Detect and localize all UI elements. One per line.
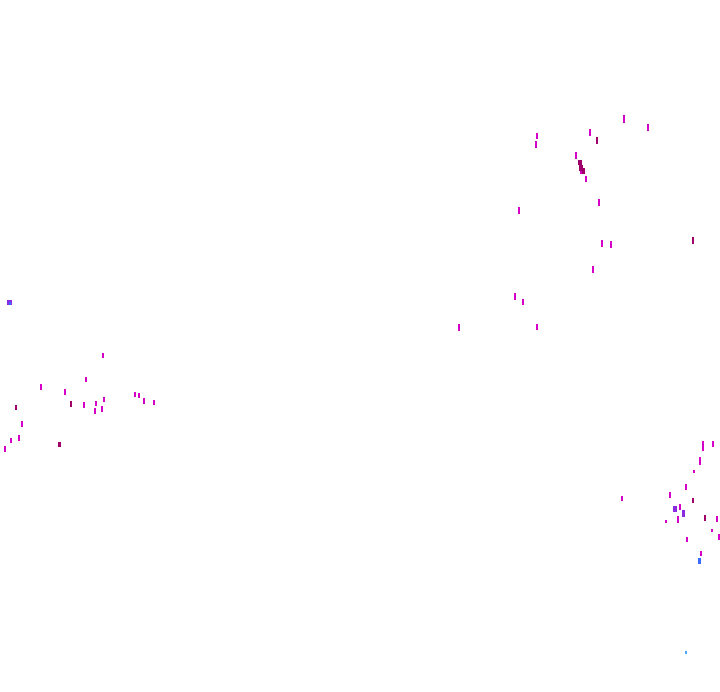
speck-mark (18, 435, 20, 441)
speck-mark (21, 421, 23, 427)
speck-mark (101, 406, 103, 412)
speck-mark (692, 498, 694, 503)
speck-mark (143, 398, 145, 404)
speck-mark (623, 115, 625, 123)
speck-mark (716, 516, 718, 522)
speck-mark (702, 441, 704, 451)
speck-mark (621, 496, 623, 501)
speck-mark (85, 377, 87, 382)
speck-mark (610, 241, 612, 248)
speck-mark (582, 168, 585, 174)
speck-mark (575, 152, 577, 159)
speck-mark (693, 470, 695, 473)
speck-mark (686, 537, 688, 542)
speck-mark (712, 441, 714, 447)
speck-mark (596, 137, 598, 144)
speck-mark (94, 408, 96, 414)
speck-mark (704, 515, 706, 521)
speck-mark (536, 324, 538, 330)
speck-mark (673, 506, 677, 512)
speck-mark (580, 171, 582, 174)
speck-mark (103, 397, 105, 402)
speck-mark (682, 510, 685, 517)
speck-mark (9, 302, 11, 305)
speck-mark (677, 516, 679, 523)
speck-mark (535, 141, 537, 148)
speck-mark (70, 401, 72, 407)
speck-mark (514, 293, 516, 300)
speck-mark (518, 207, 520, 214)
speck-mark (718, 534, 720, 540)
speck-mark (598, 199, 600, 206)
speck-mark (665, 520, 667, 523)
speck-mark (134, 392, 136, 397)
speck-mark (589, 129, 591, 136)
speck-mark (679, 504, 681, 510)
speck-mark (711, 529, 713, 532)
speck-mark (153, 400, 155, 405)
speck-mark (692, 237, 694, 244)
speck-mark (4, 446, 6, 452)
speck-mark (685, 651, 687, 654)
speck-mark (458, 324, 460, 331)
speck-mark (138, 393, 140, 398)
speck-mark (585, 176, 587, 182)
speck-mark (536, 133, 538, 139)
speck-mark (578, 160, 582, 165)
speck-mark (64, 389, 66, 395)
speck-mark (522, 299, 524, 305)
speck-mark (58, 442, 61, 447)
speck-mark (699, 457, 701, 465)
speck-mark (698, 558, 701, 564)
speck-mark (579, 165, 583, 171)
upper-right-cluster (458, 115, 694, 331)
speck-mark (601, 240, 603, 247)
speck-mark (40, 384, 42, 390)
speck-mark (592, 266, 594, 273)
speck-mark (669, 492, 671, 498)
speck-mark (102, 353, 104, 358)
left-cluster (4, 300, 155, 452)
speck-mark (700, 551, 702, 556)
speck-mark (685, 484, 687, 490)
speck-mark (95, 401, 97, 406)
speck-mark (647, 124, 649, 131)
lower-right-cluster (621, 441, 720, 654)
speck-mark (10, 438, 12, 443)
mark-layer (4, 115, 720, 654)
speck-mark (15, 405, 17, 410)
speck-mark (83, 402, 85, 408)
